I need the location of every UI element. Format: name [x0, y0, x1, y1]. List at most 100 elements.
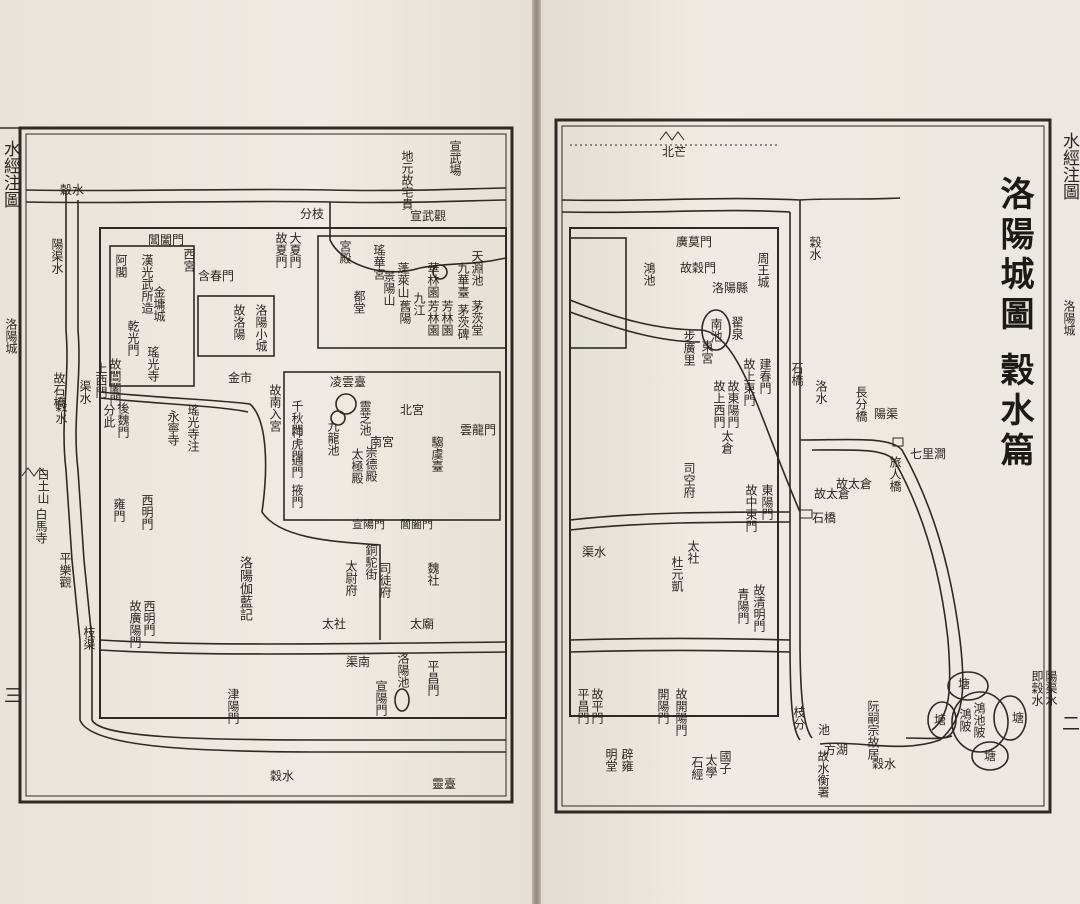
label-diyuan-zhai: 地元故宅貴 [400, 150, 414, 210]
label-yangqu-shui-r: 陽渠水 [1044, 670, 1058, 706]
label-yaoguang-si: 瑤光寺 [146, 346, 160, 382]
label-luoyang-qielan-ji: 洛陽伽藍記 [237, 556, 252, 621]
label-zhifen: 枝分 [792, 706, 806, 730]
label-lingzhi-chi: 靈芝池 [358, 400, 372, 436]
label-tang-a: 塘 [958, 677, 971, 691]
label-xuanyang-men-b: 宣陽門 [352, 518, 385, 531]
label-maoci-bei: 茅茨碑 [456, 304, 470, 340]
jinyong-city [109, 245, 195, 387]
label-gushui-right: 穀水 [808, 236, 822, 260]
label-xuanwu-guan: 宣武觀 [410, 209, 447, 223]
label-jinyang-men: 津陽門 [226, 688, 240, 724]
label-wei-she: 魏社 [426, 562, 440, 586]
label-baitu-shan: 白土山 [36, 468, 50, 504]
label-beimang: 北芒 [662, 145, 687, 159]
label-gu-ping-men: 故平門 [590, 688, 604, 724]
label-qushui-r: 渠水 [582, 545, 607, 559]
label-jinshi: 金市 [228, 371, 253, 385]
left-margin-title: 水經注圖 [0, 140, 20, 208]
label-gu-xia-men: 故夏門 [274, 232, 288, 268]
label-han-guangwu: 漢光武所造 [140, 254, 154, 314]
label-tang-b: 塘 [934, 713, 947, 727]
label-guozi: 國子 [718, 750, 732, 774]
yangqu-left [63, 190, 506, 753]
label-qili-jian: 七里澗 [910, 447, 947, 461]
label-hongbei: 鴻陂 [958, 708, 972, 732]
label-penglai-shan: 蓬萊山 [396, 262, 410, 298]
label-yangqu-shui: 陽渠水 [50, 238, 64, 274]
label-gu-changhe-men: 故閶闔門 [108, 358, 122, 406]
label-taishe-r: 太社 [686, 540, 700, 564]
gu-river-top [25, 187, 507, 192]
right-margin-title: 水經注圖 [1059, 132, 1079, 200]
label-pingchang-men-l: 平昌門 [426, 660, 440, 696]
label-fanglin-yuan-a: 芳林園 [440, 300, 454, 336]
label-jinyong-cheng: 金墉城 [152, 286, 166, 322]
label-jiuyang: 舊陽 [398, 300, 412, 324]
label-xigong: 西宮 [182, 248, 196, 272]
label-gu-zhongdong-men: 故中東門 [744, 484, 758, 532]
gu-river-top-right [561, 197, 801, 216]
right-folio: 二 [1062, 714, 1080, 735]
hualin-box [317, 235, 507, 349]
label-maoci-tang: 茅茨堂 [470, 300, 484, 336]
label-jiuhua-tai: 九華臺 [456, 262, 470, 298]
label-zhaiquan: 翟泉 [730, 316, 744, 340]
label-shijing: 石經 [690, 756, 704, 780]
label-luoyang-chi: 洛陽池 [396, 652, 410, 688]
label-fenzhi: 分枝 [300, 207, 325, 221]
label-luoyang-xian: 洛陽縣 [712, 281, 749, 295]
left-margin-section: 洛陽城 [4, 318, 18, 354]
label-dongyang-men: 東陽門 [760, 484, 774, 520]
label-xuanwu-chang: 宣武場 [448, 140, 462, 176]
label-gu-shangdong-men: 故上東門 [742, 358, 756, 406]
label-xuanyang-men: 宣陽門 [374, 680, 388, 716]
label-fanglin-yuan-b: 芳林園 [426, 300, 440, 336]
east-moat [789, 212, 801, 741]
label-lingyun-tai: 凌雲臺 [330, 375, 367, 389]
city-wall-right [569, 227, 779, 717]
label-gu-qingming-men: 故清明門 [752, 584, 766, 632]
label-tianyuan-chi: 天淵池 [470, 250, 484, 286]
label-nangong: 南宮 [370, 435, 395, 449]
label-qushui: 渠水 [78, 380, 92, 404]
label-zhiqu: 枝渠 [82, 626, 96, 650]
luoyang-small-city [197, 295, 275, 357]
label-changhe-men: 閶闔門 [148, 233, 185, 247]
label-gu-shiqiao: 故石橋 [52, 372, 66, 408]
palace-box [283, 371, 501, 521]
label-ye-men: 掖門 [290, 484, 304, 508]
label-yangqu-r: 陽渠 [874, 407, 899, 421]
label-beigong: 北宮 [400, 403, 425, 417]
label-kaiyang-men: 開陽門 [656, 688, 670, 724]
label-gushui-left: 穀水 [54, 400, 68, 424]
label-tang-c: 塘 [1012, 711, 1025, 725]
label-taiji-dian: 太極殿 [350, 448, 364, 484]
label-hongchi: 鴻池 [642, 262, 656, 286]
label-buguang-li: 步廣里 [682, 330, 696, 366]
label-mingtang: 明堂 [604, 748, 618, 772]
label-daxia-men: 大夏門 [288, 232, 302, 268]
label-shangxi-men: 上西門 [94, 362, 108, 398]
label-shenhu-men: 神虎門 [290, 426, 304, 462]
label-gushui-top: 穀水 [60, 183, 85, 197]
label-yaohua-gong: 瑤華宮 [372, 244, 386, 280]
canal-right [569, 299, 801, 513]
branch-canal [329, 202, 507, 273]
label-tong-men: 通門 [290, 454, 304, 478]
label-yongning-si: 永寧寺 [166, 410, 180, 446]
label-situ-fu: 司徒府 [378, 562, 392, 598]
book-gutter [532, 0, 541, 904]
label-jingyang-shan: 景陽山 [382, 270, 396, 306]
label-luoyang-xiaocheng: 洛陽小城 [254, 304, 268, 352]
label-chi-r: 池 [818, 723, 831, 737]
label-jiulong-chi: 九龍池 [326, 420, 340, 456]
channel-mid [99, 391, 381, 640]
label-gongdian: 宮殿 [338, 240, 352, 264]
label-lingtai: 靈臺 [432, 777, 457, 791]
label-du-tang: 都堂 [352, 290, 366, 314]
right-margin-section: 洛陽城 [1062, 300, 1076, 336]
label-zhouwang-cheng: 周王城 [756, 252, 770, 288]
label-guangmo-men: 廣莫門 [676, 235, 713, 249]
